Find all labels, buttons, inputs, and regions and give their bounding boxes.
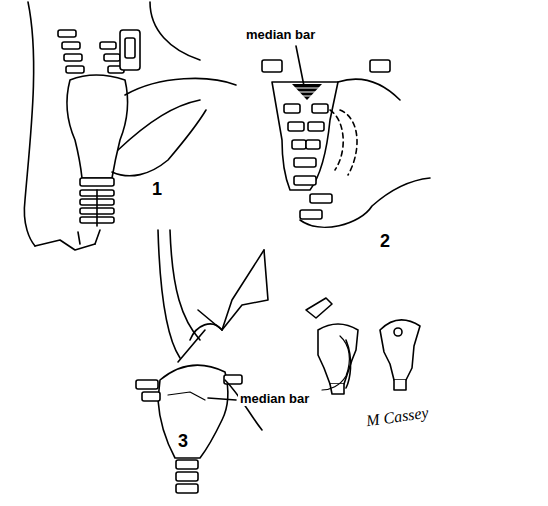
callout-number: 1 <box>152 180 162 200</box>
part-label: median bar <box>244 28 317 42</box>
signature: M Cassey <box>365 404 429 430</box>
callout-number: 2 <box>380 232 390 252</box>
part-label: median bar <box>238 392 311 406</box>
callout-number: 3 <box>178 432 188 452</box>
